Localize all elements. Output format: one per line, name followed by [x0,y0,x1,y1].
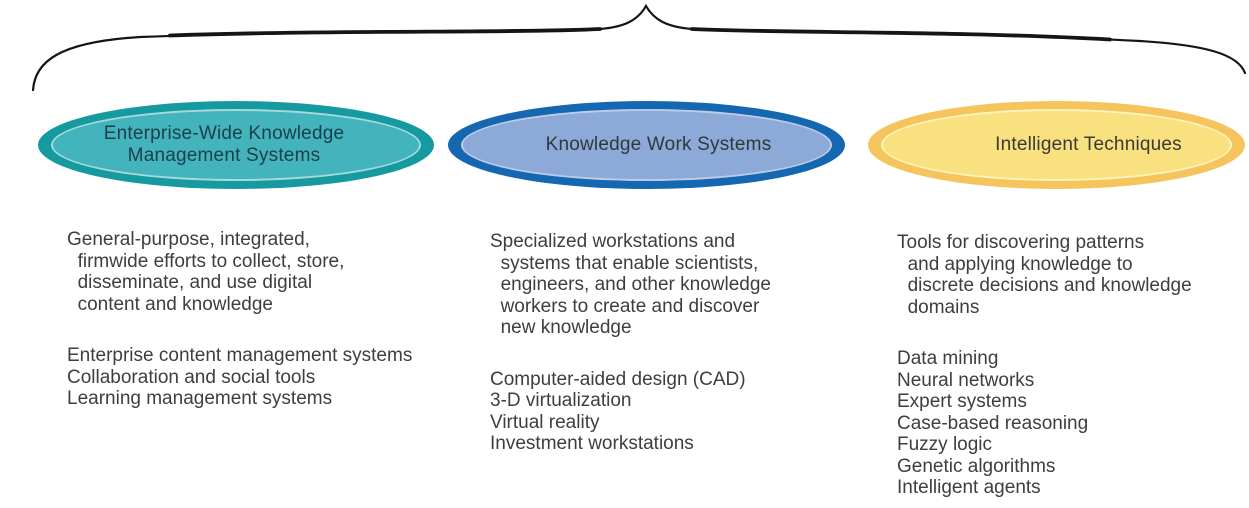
description-intelligent-techniques: Tools for discovering patterns and apply… [897,232,1192,318]
ellipse-title-intelligent-techniques: Intelligent Techniques [995,134,1182,155]
column-enterprise-knowledge-management: General-purpose, integrated, firmwide ef… [67,229,467,410]
description-knowledge-work-systems: Specialized workstations and systems tha… [490,231,771,338]
list-item: Investment workstations [490,433,694,454]
list-item: Learning management systems [67,388,333,409]
list-item: Data mining [897,348,999,369]
ellipse-inner: Intelligent Techniques [881,109,1232,181]
ellipse-title-knowledge-work-systems: Knowledge Work Systems [545,134,772,155]
ellipse-inner: Enterprise-Wide Knowledge Management Sys… [51,109,421,181]
list-item: Expert systems [897,391,1027,412]
list-item: Collaboration and social tools [67,366,316,388]
list-item: Fuzzy logic [897,434,993,455]
list-item: Enterprise content management systems [67,345,413,366]
ellipse-knowledge-work-systems: Knowledge Work Systems [448,101,845,189]
column-knowledge-work-systems: Specialized workstations and systems tha… [490,231,875,455]
list-item: Computer-aided design (CAD) [490,368,746,390]
item-list: Data mining Neural networks Expert syste… [897,348,1247,499]
item-list: Computer-aided design (CAD) 3-D virtuali… [490,369,875,455]
list-item: Neural networks [897,369,1035,391]
list-item: 3-D virtualization [490,390,632,411]
list-item: Case-based reasoning [897,412,1089,434]
description-enterprise-knowledge-management: General-purpose, integrated, firmwide ef… [67,229,345,315]
ellipse-intelligent-techniques: Intelligent Techniques [868,101,1245,189]
list-item: Virtual reality [490,411,600,433]
item-list: Enterprise content management systems Co… [67,345,467,410]
ellipse-title-enterprise-knowledge-management: Enterprise-Wide Knowledge Management Sys… [103,123,345,166]
ellipse-inner: Knowledge Work Systems [461,109,832,181]
column-intelligent-techniques: Tools for discovering patterns and apply… [897,232,1247,499]
top-brace [31,3,1247,92]
list-item: Intelligent agents [897,477,1041,498]
ellipse-enterprise-knowledge-management: Enterprise-Wide Knowledge Management Sys… [38,101,434,189]
list-item: Genetic algorithms [897,455,1056,477]
